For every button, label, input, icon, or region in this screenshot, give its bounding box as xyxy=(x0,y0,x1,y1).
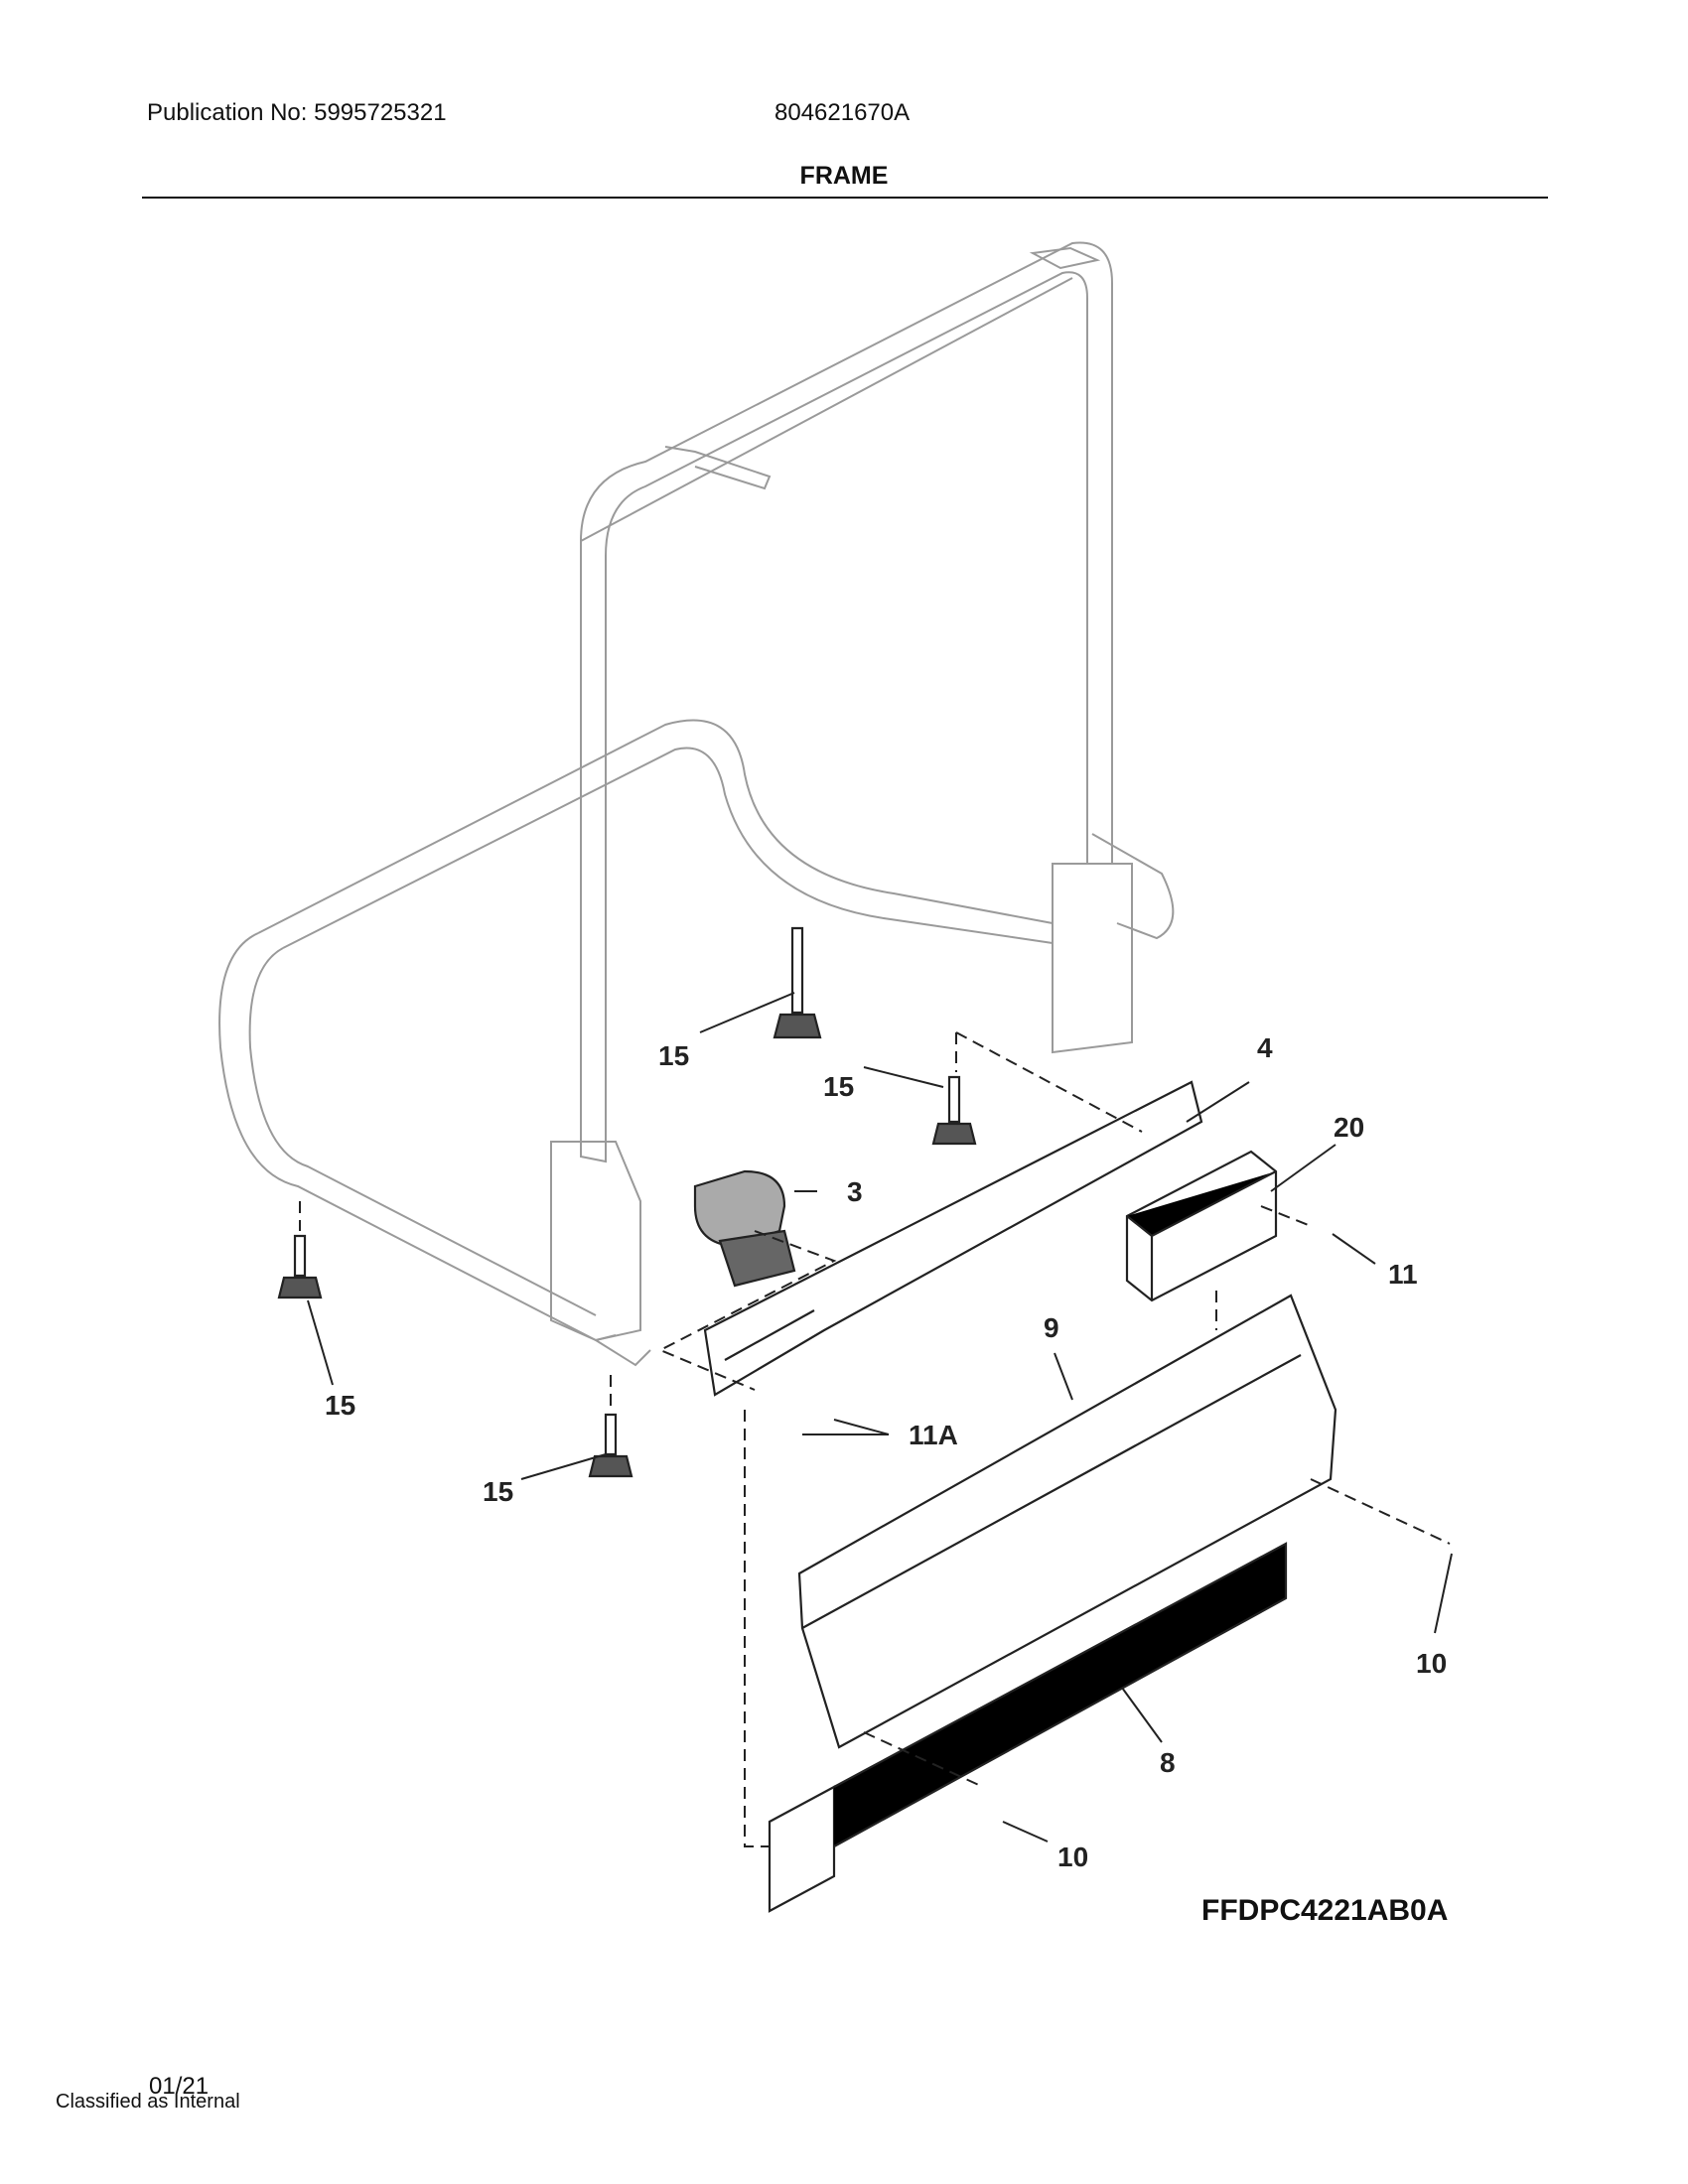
callout-label: 9 xyxy=(1044,1312,1059,1343)
leader-lines xyxy=(307,992,1453,1843)
callout-label: 20 xyxy=(1334,1112,1364,1143)
frame-outline xyxy=(218,241,1175,1367)
callout-label: 15 xyxy=(483,1476,513,1507)
callout-label: 15 xyxy=(823,1071,854,1102)
header-divider xyxy=(142,197,1548,199)
model-number: 804621670A xyxy=(774,99,911,126)
callout-label: 10 xyxy=(1057,1842,1088,1872)
callout-label: 11A xyxy=(909,1420,958,1450)
callout-label: 10 xyxy=(1416,1648,1447,1679)
cover-part xyxy=(1125,1150,1278,1302)
callout-label: 4 xyxy=(1257,1032,1273,1063)
publication-number: Publication No: 5995725321 xyxy=(147,99,447,126)
assembly-lines xyxy=(299,1031,1451,1847)
callout-label: 11 xyxy=(1388,1259,1418,1290)
screw-parts xyxy=(789,1224,1461,1823)
inlet-valve-part xyxy=(693,1169,796,1288)
callout-label: 15 xyxy=(325,1390,355,1421)
revision-date: 01/21 xyxy=(149,2073,210,2100)
classification-label: Classified as Internal xyxy=(56,2091,240,2113)
diagram-code: FFDPC4221AB0A xyxy=(1201,1894,1449,1927)
page-title: FRAME xyxy=(799,162,889,190)
toe-panel-part xyxy=(768,1294,1337,1913)
leveling-leg-parts xyxy=(277,926,977,1478)
kick-rail-part xyxy=(703,1080,1203,1397)
callout-labels: 15 15 4 20 3 11 9 15 11A 15 10 8 10 xyxy=(325,1032,1447,1872)
callout-label: 8 xyxy=(1160,1747,1176,1778)
callout-label: 3 xyxy=(847,1176,863,1207)
callout-label: 15 xyxy=(658,1040,689,1071)
